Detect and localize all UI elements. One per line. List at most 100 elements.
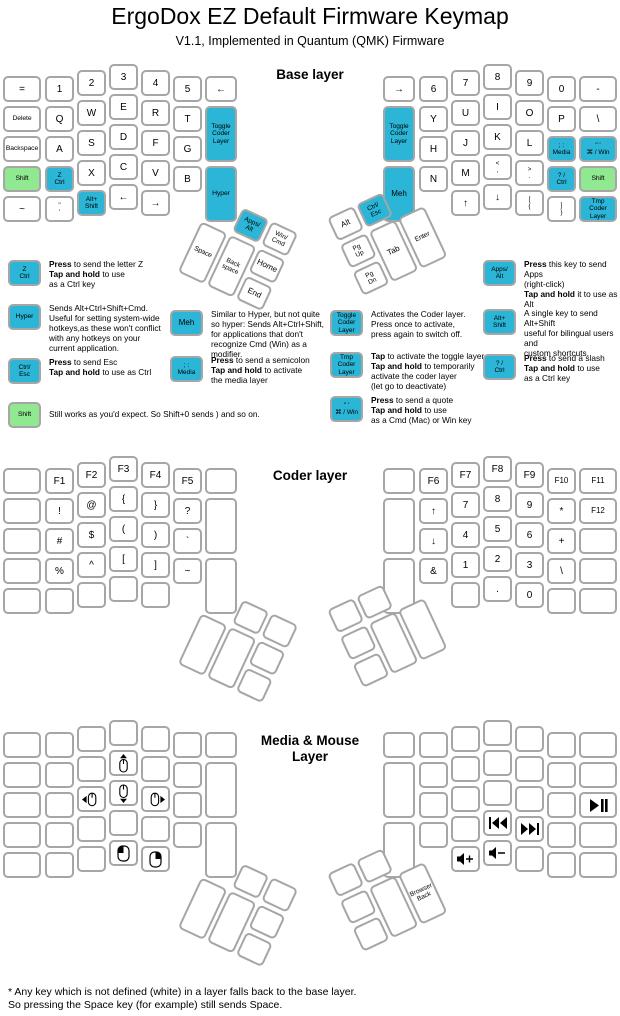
key-0: 0 (515, 582, 544, 608)
key-9: 9 (515, 70, 544, 96)
key-f5: F5 (173, 468, 202, 494)
key-blank (3, 792, 41, 818)
key-volume-down (483, 840, 512, 866)
key-blank (45, 732, 74, 758)
key-g: G (173, 136, 202, 162)
key-blank (3, 762, 41, 788)
legend-key-semicolon-media: ; :Media (170, 356, 203, 382)
key-t: T (173, 106, 202, 132)
key-blank (483, 750, 512, 776)
key-blank (419, 822, 448, 848)
key-ctrl: ? /Ctrl (547, 166, 576, 192)
play-pause-icon (589, 798, 608, 812)
key-sym: ← (205, 76, 237, 102)
key-sym: & (419, 558, 448, 584)
key-blank (205, 732, 237, 758)
key-blank (205, 762, 237, 818)
key-3: 3 (109, 64, 138, 90)
key-blank (419, 762, 448, 788)
key-media: ; :Media (170, 356, 203, 382)
key-sym: ↑ (419, 498, 448, 524)
key-sym: + (547, 528, 576, 554)
key-blank (579, 588, 617, 614)
key-blank (141, 756, 170, 782)
legend-key-ctrl-esc: Ctrl/Esc (8, 358, 41, 384)
key-blank (579, 852, 617, 878)
key-n: N (419, 166, 448, 192)
key-o: O (515, 100, 544, 126)
key-blank (205, 822, 237, 878)
key-sym: - (579, 76, 617, 102)
key-ctrl: ? /Ctrl (483, 354, 516, 380)
key-mouse-right (141, 786, 170, 812)
legend-key-apps-alt: Apps/Alt (483, 260, 516, 286)
key-blank (77, 582, 106, 608)
legend-key-quote-win: " '⌘ / Win (330, 396, 363, 422)
key-blank (419, 792, 448, 818)
key-5: 5 (173, 76, 202, 102)
key-s: S (77, 130, 106, 156)
key-blank (515, 756, 544, 782)
key-mouse-right-click (141, 846, 170, 872)
key-8: 8 (483, 486, 512, 512)
key-blank (3, 822, 41, 848)
mouse-left-icon (82, 791, 101, 808)
key-blank (109, 576, 138, 602)
key-blank (579, 528, 617, 554)
legend-item-apps-alt: Apps/Alt Press this key to send Apps(rig… (483, 259, 620, 310)
key-blank (579, 558, 617, 584)
key-sym: ? (173, 498, 202, 524)
key-sym: → (383, 76, 415, 102)
key-blank (77, 846, 106, 872)
key-sym: ↓ (419, 528, 448, 554)
key-f11: F11 (579, 468, 617, 494)
key-sym: ← (109, 184, 138, 210)
key-blank (383, 468, 415, 494)
key-m: M (451, 160, 480, 186)
base-layer-heading: Base layer (276, 67, 344, 82)
key-blank (451, 726, 480, 752)
key-f9: F9 (515, 462, 544, 488)
next-track-icon (520, 823, 539, 835)
key-c: C (109, 154, 138, 180)
key-blank (3, 528, 41, 554)
key-mouse-up (109, 750, 138, 776)
legend-text: Activates the Coder layer.Press once to … (371, 309, 466, 339)
key-blank (515, 846, 544, 872)
key-j: J (451, 130, 480, 156)
key-blank (547, 762, 576, 788)
legend-item-shift: Shift Still works as you'd expect. So Sh… (8, 402, 260, 428)
key-blank (141, 582, 170, 608)
key-blank (3, 732, 41, 758)
key-5: 5 (483, 516, 512, 542)
key-blank (515, 786, 544, 812)
key-blank (77, 816, 106, 842)
key-0: 0 (547, 76, 576, 102)
key-blank (547, 852, 576, 878)
legend-text: Sends Alt+Ctrl+Shift+Cmd.Useful for sett… (49, 303, 161, 353)
key-blank (109, 810, 138, 836)
key-1: 1 (451, 552, 480, 578)
key-sym: ↑ (451, 190, 480, 216)
mouse-up-icon (116, 753, 131, 773)
legend-key-shift: Shift (8, 402, 41, 428)
key-media: ; :Media (547, 136, 576, 162)
left-thumb-cluster (177, 586, 299, 704)
key-alt-shift: Alt+Shift (483, 309, 516, 335)
legend-key-meh: Meh (170, 310, 203, 336)
mouse-down-icon (116, 783, 131, 803)
mouse-left-click-icon (117, 844, 130, 862)
key-sym: ` (173, 528, 202, 554)
key-4: 4 (451, 522, 480, 548)
key-blank (173, 792, 202, 818)
